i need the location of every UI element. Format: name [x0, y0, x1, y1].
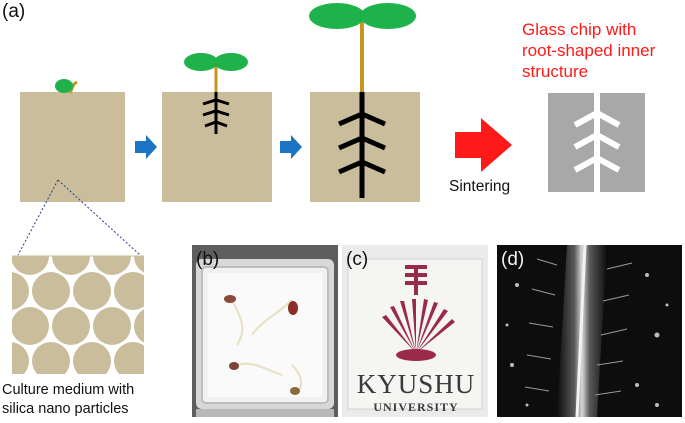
arrow-right-icon — [280, 135, 302, 159]
glass-chip-caption: Glass chip with root-shaped inner struct… — [522, 19, 655, 82]
panel-label-b: (b) — [196, 249, 220, 270]
panel-label-a: (a) — [2, 1, 26, 22]
photo-seedlings-in-box: (b) — [192, 245, 338, 417]
chip-root-channel — [573, 93, 621, 192]
culture-caption-line: silica nano particles — [2, 401, 129, 417]
sintering-arrow-icon — [455, 118, 512, 172]
glass-chip-caption-line: root-shaped inner — [522, 41, 656, 60]
panel-label-d: (d) — [501, 249, 525, 270]
photo-microscope-root-structure: (d) — [497, 245, 682, 417]
medium-block-stage3 — [310, 92, 420, 202]
sintering-label: Sintering — [449, 178, 511, 195]
culture-medium-caption: Culture medium with silica nano particle… — [2, 381, 134, 419]
glass-chip-caption-line: structure — [522, 62, 589, 81]
culture-caption-line: Culture medium with — [2, 382, 135, 398]
medium-block-stage1 — [20, 92, 125, 202]
seedling-stage2 — [184, 53, 248, 134]
university-emblem-icon — [382, 265, 455, 361]
panel-label-c: (c) — [346, 249, 369, 270]
seedling-stage3 — [309, 3, 416, 198]
zoom-line-right — [57, 179, 141, 256]
arrow-right-icon — [135, 135, 157, 159]
photo-glass-logo: (c) KYUSHU UNIVERSITY — [342, 245, 488, 417]
logo-university-text: UNIVERSITY — [373, 400, 459, 414]
logo-kyushu-text: KYUSHU — [356, 369, 476, 399]
silica-particles — [12, 256, 144, 374]
seed-sprout — [55, 79, 78, 94]
glass-chip-caption-line: Glass chip with — [522, 20, 637, 39]
